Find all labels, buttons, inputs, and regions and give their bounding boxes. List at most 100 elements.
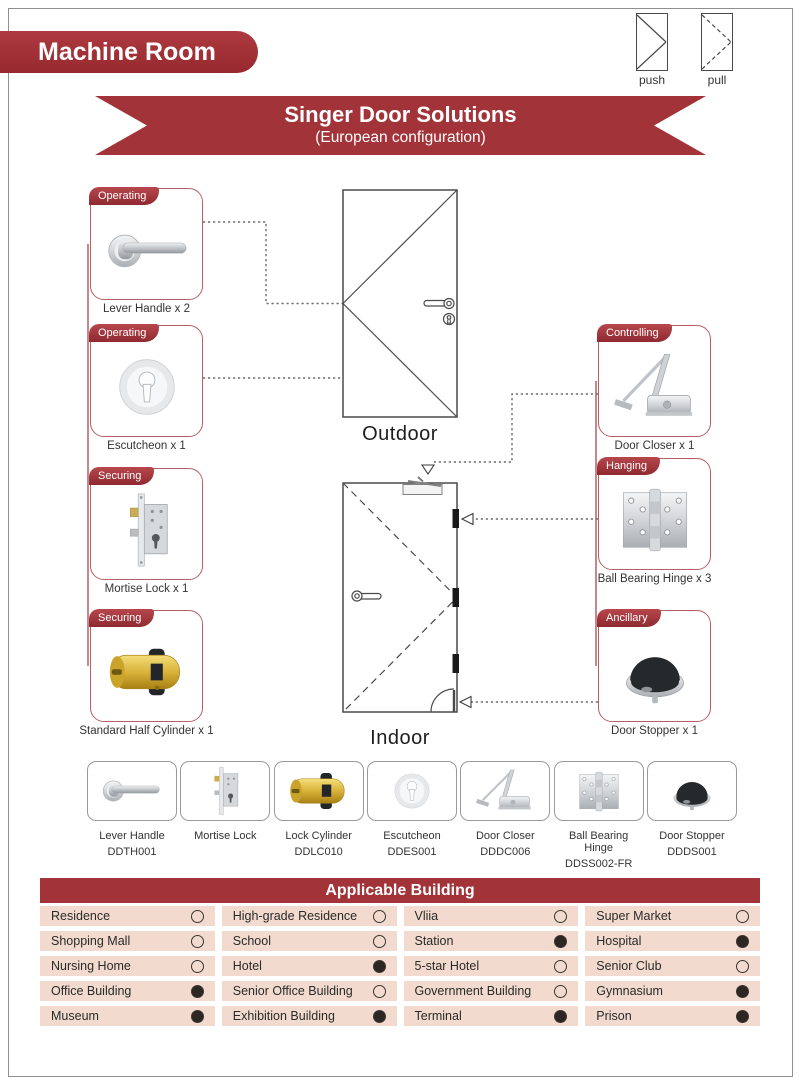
ribbon-title: Singer Door Solutions bbox=[284, 102, 517, 127]
callout-caption: Lever Handle x 2 bbox=[103, 303, 190, 315]
building-cell: Senior Office Building bbox=[221, 981, 397, 1001]
door-stopper-thumb bbox=[646, 761, 737, 821]
arrow-to-hinge bbox=[460, 512, 474, 526]
building-cell: Terminal bbox=[403, 1006, 579, 1026]
callout-half-cylinder: Securing Standard Half Cylinder x 1 bbox=[79, 609, 214, 737]
building-cell: Gymnasium bbox=[585, 981, 760, 1001]
product-card: Door Closer DDDC006 bbox=[460, 761, 551, 870]
availability-indicator bbox=[554, 909, 568, 923]
building-cell: 5-star Hotel bbox=[403, 956, 579, 976]
building-cell: High-grade Residence bbox=[221, 906, 397, 926]
availability-indicator bbox=[372, 934, 386, 948]
lever-handle-image bbox=[97, 205, 196, 295]
availability-indicator bbox=[554, 934, 568, 948]
callout-caption: Door Closer x 1 bbox=[614, 440, 695, 452]
building-label: Residence bbox=[51, 909, 111, 923]
mortise-lock-thumb bbox=[180, 761, 271, 821]
product-name: Escutcheon bbox=[383, 830, 441, 842]
availability-indicator bbox=[190, 984, 204, 998]
escutcheon-image bbox=[97, 342, 196, 432]
building-cell: Shopping Mall bbox=[40, 931, 215, 951]
building-label: Station bbox=[414, 934, 454, 948]
availability-indicator bbox=[190, 909, 204, 923]
availability-indicator bbox=[736, 934, 749, 948]
building-cell: Nursing Home bbox=[40, 956, 215, 976]
title-ribbon: Singer Door Solutions (European configur… bbox=[95, 96, 706, 155]
availability-indicator bbox=[372, 959, 386, 973]
building-cell: Hospital bbox=[585, 931, 760, 951]
arrow-to-stopper bbox=[458, 695, 472, 709]
product-name: Ball Bearing Hinge bbox=[568, 830, 629, 854]
product-name: Door Stopper bbox=[659, 830, 725, 842]
door-closer-thumb bbox=[460, 761, 551, 821]
category-tag: Securing bbox=[89, 467, 155, 485]
availability-indicator bbox=[554, 1009, 568, 1023]
callout-caption: Standard Half Cylinder x 1 bbox=[79, 725, 214, 737]
building-cell: Government Building bbox=[403, 981, 579, 1001]
building-cell: Office Building bbox=[40, 981, 215, 1001]
building-label: School bbox=[232, 934, 271, 948]
product-code: DDSS002-FR bbox=[565, 858, 633, 870]
callout-door-closer: Controlling Door Closer x 1 bbox=[597, 324, 711, 452]
building-cell: Super Market bbox=[585, 906, 760, 926]
indoor-label: Indoor bbox=[370, 727, 430, 749]
page-title: Machine Room bbox=[0, 31, 258, 73]
building-cell: Station bbox=[403, 931, 579, 951]
callout-ball-bearing-hinge: Hanging Ball Bearing Hinge x 3 bbox=[597, 457, 711, 585]
product-strip: Lever Handle DDTH001 Mortise Lock bbox=[87, 761, 737, 870]
building-label: Hospital bbox=[596, 934, 642, 948]
building-cell: Museum bbox=[40, 1006, 215, 1026]
building-label: Shopping Mall bbox=[51, 934, 131, 948]
callout-lever-handle: Operating Lever Handle x 2 bbox=[89, 187, 203, 315]
availability-indicator bbox=[736, 909, 749, 923]
callout-caption: Escutcheon x 1 bbox=[107, 440, 186, 452]
product-code: DDES001 bbox=[387, 846, 437, 858]
product-name: Door Closer bbox=[475, 830, 535, 842]
product-card: Escutcheon DDES001 bbox=[366, 761, 457, 870]
door-stopper-image bbox=[605, 627, 704, 717]
applicable-building-table: Residence High-grade Residence Vliia Sup… bbox=[40, 906, 760, 1026]
ball-bearing-hinge-image bbox=[605, 475, 704, 565]
building-label: Government Building bbox=[414, 984, 532, 998]
category-tag: Controlling bbox=[597, 324, 672, 342]
building-label: Office Building bbox=[51, 984, 132, 998]
product-code: DDTH001 bbox=[107, 846, 157, 858]
connector-lever-handle bbox=[203, 221, 411, 305]
building-label: Nursing Home bbox=[51, 959, 131, 973]
hinge-marks bbox=[452, 509, 459, 673]
building-label: Museum bbox=[51, 1009, 99, 1023]
building-label: Terminal bbox=[414, 1009, 462, 1023]
availability-indicator bbox=[554, 984, 568, 998]
connector-door-closer bbox=[434, 393, 598, 463]
building-cell: Vliia bbox=[403, 906, 579, 926]
availability-indicator bbox=[372, 1009, 386, 1023]
outdoor-door bbox=[342, 189, 458, 418]
mortise-lock-image bbox=[97, 485, 196, 575]
applicable-building-header: Applicable Building bbox=[40, 878, 760, 903]
product-card: Lock Cylinder DDLC010 bbox=[273, 761, 364, 870]
availability-indicator bbox=[736, 959, 749, 973]
availability-indicator bbox=[736, 1009, 749, 1023]
callout-caption: Mortise Lock x 1 bbox=[104, 583, 189, 595]
building-label: Super Market bbox=[596, 909, 672, 923]
availability-indicator bbox=[190, 959, 204, 973]
indoor-door bbox=[342, 476, 459, 713]
arrow-to-closer bbox=[420, 464, 436, 475]
building-cell: Senior Club bbox=[585, 956, 760, 976]
building-label: High-grade Residence bbox=[232, 909, 358, 923]
building-cell: School bbox=[221, 931, 397, 951]
callout-caption: Door Stopper x 1 bbox=[611, 725, 698, 737]
product-name: Lever Handle bbox=[99, 830, 165, 842]
building-label: Senior Club bbox=[596, 959, 662, 973]
availability-indicator bbox=[554, 959, 568, 973]
escutcheon-thumb bbox=[366, 761, 457, 821]
indoor-handle-icon bbox=[351, 590, 382, 602]
outdoor-label: Outdoor bbox=[362, 423, 438, 445]
building-label: Prison bbox=[596, 1009, 632, 1023]
product-card: Door Stopper DDDS001 bbox=[646, 761, 737, 870]
ball-bearing-hinge-thumb bbox=[553, 761, 644, 821]
availability-indicator bbox=[190, 934, 204, 948]
category-tag: Operating bbox=[89, 187, 160, 205]
